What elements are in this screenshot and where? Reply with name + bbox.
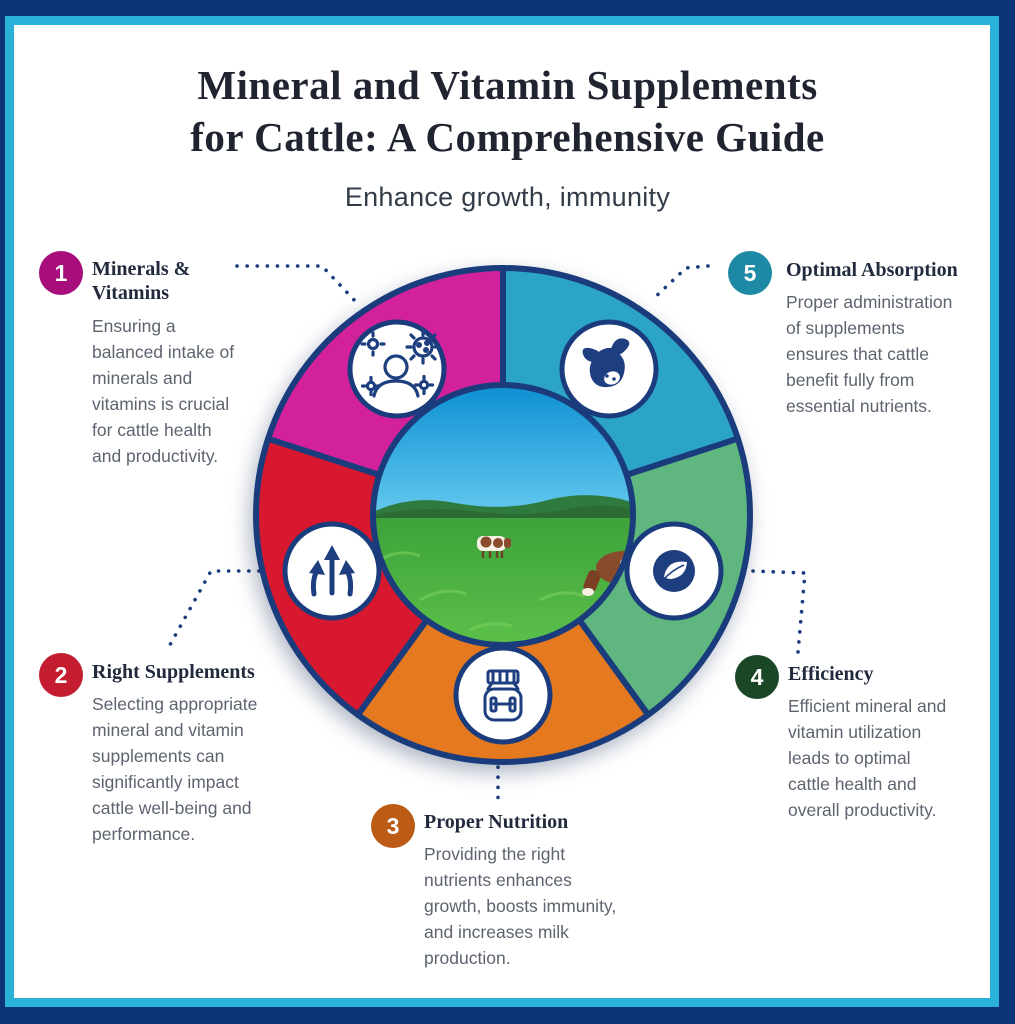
step-title: Right Supplements xyxy=(92,661,255,683)
connector-dotted-line-4 xyxy=(751,569,807,654)
step-number-badge: 3 xyxy=(371,804,415,848)
step-title: Efficiency xyxy=(788,663,874,685)
person-with-viruses-immunity-icon xyxy=(347,319,447,419)
supplement-jar-dumbbell-icon xyxy=(453,645,553,745)
step-number-badge: 2 xyxy=(39,653,83,697)
step-description: Efficient mineral and vitamin utilizatio… xyxy=(788,696,947,821)
step-number: 3 xyxy=(386,812,400,839)
cow-head-icon xyxy=(559,319,659,419)
step-number: 5 xyxy=(743,259,757,286)
step-number-badge: 5 xyxy=(728,251,772,295)
leaf-in-circle-icon xyxy=(624,521,724,621)
step-description: Ensuring a balanced intake of minerals a… xyxy=(92,315,235,466)
step-title: Minerals & Vitamins xyxy=(92,258,191,305)
step-number-badge: 4 xyxy=(735,655,779,699)
connector-dotted-line-1 xyxy=(235,264,359,305)
step-description: Providing the right nutrients enhances g… xyxy=(424,844,617,969)
step-description: Selecting appropriate mineral and vitami… xyxy=(92,694,258,845)
step-number: 2 xyxy=(54,661,68,688)
step-title: Proper Nutrition xyxy=(424,811,569,833)
page-title: Mineral and Vitamin Supplements for Catt… xyxy=(190,62,825,160)
step-number: 1 xyxy=(54,259,68,286)
step-number: 4 xyxy=(750,663,764,690)
page-subtitle: Enhance growth, immunity xyxy=(344,182,671,212)
cow-grazing-small xyxy=(477,536,511,558)
connector-dotted-line-5 xyxy=(649,264,710,303)
connector-dotted-line-2 xyxy=(164,569,261,654)
three-up-arrows-growth-icon xyxy=(282,521,382,621)
step-number-badge: 1 xyxy=(39,251,83,295)
step-title: Optimal Absorption xyxy=(786,259,958,281)
step-description: Proper administration of supplements ens… xyxy=(786,292,953,417)
